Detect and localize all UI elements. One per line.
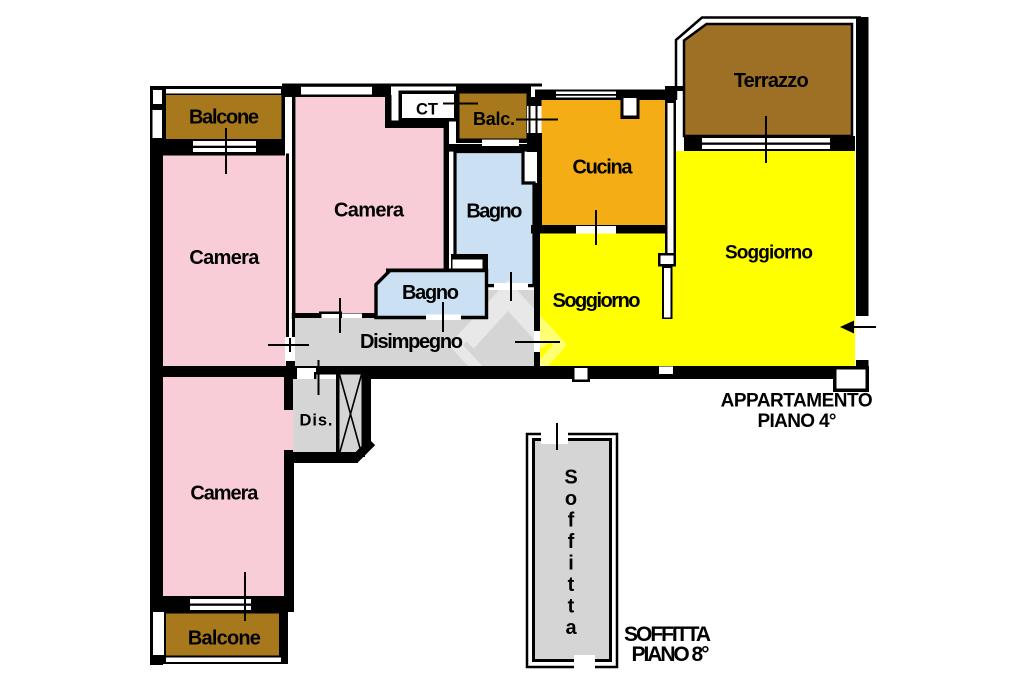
svg-text:t: t bbox=[568, 574, 575, 596]
svg-text:Camera: Camera bbox=[189, 247, 260, 269]
svg-text:Soggiorno: Soggiorno bbox=[725, 243, 813, 264]
svg-text:t: t bbox=[568, 596, 575, 618]
svg-text:f: f bbox=[568, 531, 575, 553]
svg-text:Disimpegno: Disimpegno bbox=[360, 331, 463, 353]
svg-text:PIANO 8°: PIANO 8° bbox=[632, 643, 710, 666]
svg-text:Balc.: Balc. bbox=[473, 109, 515, 129]
svg-text:Bagno: Bagno bbox=[402, 282, 459, 304]
svg-text:CT: CT bbox=[416, 101, 438, 119]
svg-text:Soggiorno: Soggiorno bbox=[553, 290, 641, 312]
svg-text:Camera: Camera bbox=[190, 483, 259, 505]
svg-text:o: o bbox=[565, 488, 577, 510]
svg-text:PIANO 4°: PIANO 4° bbox=[758, 411, 837, 432]
svg-text:Bagno: Bagno bbox=[466, 201, 522, 223]
svg-text:SOFFITTA: SOFFITTA bbox=[624, 623, 711, 646]
svg-text:i: i bbox=[568, 553, 574, 575]
svg-text:a: a bbox=[565, 617, 577, 639]
svg-text:Cucina: Cucina bbox=[573, 157, 634, 179]
svg-text:Terrazzo: Terrazzo bbox=[734, 70, 809, 92]
svg-text:APPARTAMENTO: APPARTAMENTO bbox=[721, 391, 873, 412]
svg-text:Camera: Camera bbox=[334, 200, 405, 222]
svg-text:S: S bbox=[564, 467, 577, 489]
svg-text:Balcone: Balcone bbox=[188, 628, 261, 650]
svg-text:f: f bbox=[568, 510, 575, 532]
svg-text:Dis.: Dis. bbox=[300, 412, 333, 430]
svg-text:Balcone: Balcone bbox=[189, 107, 259, 129]
